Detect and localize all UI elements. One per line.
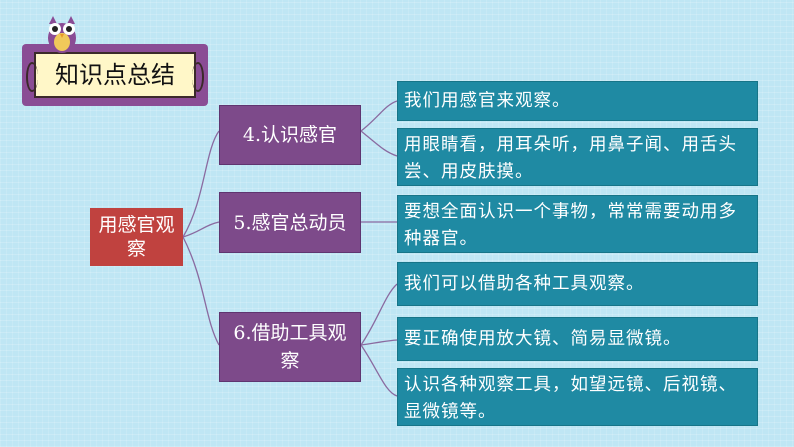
leaf-node: 我们用感官来观察。 — [397, 81, 758, 121]
owl-icon — [48, 16, 76, 53]
branch-node-tool-observation: 6.借助工具观察 — [219, 312, 361, 382]
branch-node-recognize-senses: 4.认识感官 — [219, 105, 361, 165]
page-title: 知识点总结 — [55, 61, 175, 89]
leaf-node: 用眼睛看，用耳朵听，用鼻子闻、用舌头尝、用皮肤摸。 — [397, 128, 758, 186]
branch-node-senses-mobilize: 5.感官总动员 — [219, 192, 361, 253]
leaf-node: 要正确使用放大镜、简易显微镜。 — [397, 317, 758, 361]
leaf-node: 我们可以借助各种工具观察。 — [397, 262, 758, 306]
title-plaque — [26, 52, 204, 98]
root-node: 用感官观察 — [90, 208, 183, 266]
leaf-node: 认识各种观察工具，如望远镜、后视镜、显微镜等。 — [397, 368, 758, 426]
leaf-node: 要想全面认识一个事物，常常需要动用多种器官。 — [397, 195, 758, 253]
